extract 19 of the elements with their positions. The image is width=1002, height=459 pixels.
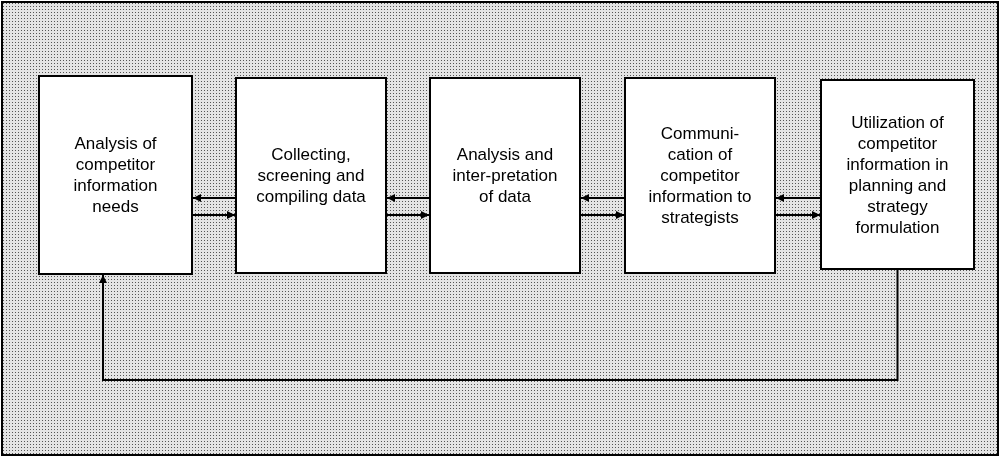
process-box <box>624 77 776 274</box>
step-text: Analysis of competitor information needs <box>72 133 159 217</box>
process-box <box>429 77 581 274</box>
arrow <box>775 211 821 219</box>
process-box <box>235 77 387 274</box>
process-box <box>38 75 193 275</box>
arrow <box>386 211 430 219</box>
arrow <box>99 269 899 381</box>
arrow <box>192 194 236 202</box>
process-box <box>820 79 975 270</box>
arrow <box>775 194 821 202</box>
step-text: Communi-cation of competitor information to strategists <box>647 123 753 228</box>
arrow <box>580 211 625 219</box>
step-text: Collecting, screening and compiling data <box>256 144 366 207</box>
step-text: Analysis and inter-pretation of data <box>451 144 559 207</box>
arrow <box>580 194 625 202</box>
step-text: Utilization of competitor information in planning and strategy formulation <box>845 111 950 238</box>
arrow <box>192 211 236 219</box>
arrow <box>386 194 430 202</box>
